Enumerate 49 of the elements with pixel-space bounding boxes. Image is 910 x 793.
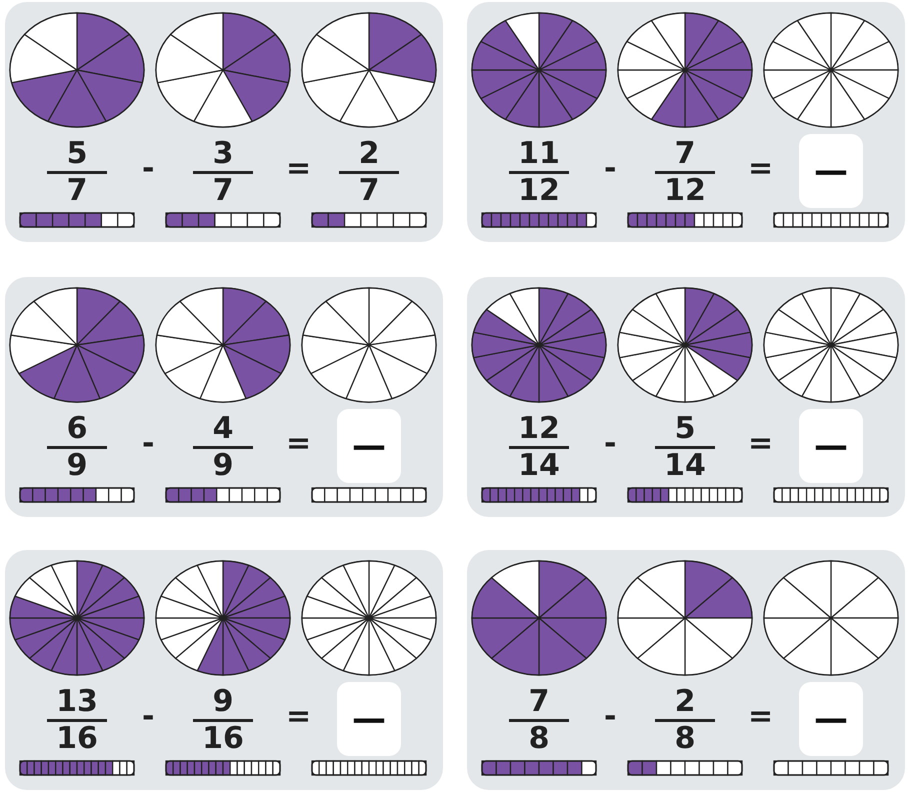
denominator: 7: [212, 174, 234, 208]
exercise-card: [5, 550, 443, 790]
exercise-card: [5, 277, 443, 517]
exercise-card: [467, 2, 905, 242]
equals-sign: =: [748, 152, 774, 186]
denominator: 8: [674, 722, 696, 756]
numerator: 11: [509, 137, 569, 174]
numerator: 5: [655, 412, 715, 449]
equals-sign: =: [286, 700, 312, 734]
equals-sign: =: [748, 700, 774, 734]
denominator: 16: [201, 722, 245, 756]
minus-sign: -: [604, 152, 616, 186]
numerator: 7: [655, 137, 715, 174]
denominator: 12: [663, 174, 707, 208]
numerator: 2: [339, 137, 399, 174]
answer-box: —: [337, 409, 401, 483]
minus-sign: -: [604, 427, 616, 461]
denominator: 16: [55, 722, 99, 756]
exercise-card: [5, 2, 443, 242]
numerator: 2: [655, 685, 715, 722]
equals-sign: =: [286, 427, 312, 461]
numerator: 12: [509, 412, 569, 449]
minus-sign: -: [142, 700, 154, 734]
denominator: 7: [358, 174, 380, 208]
denominator: 14: [663, 449, 707, 483]
numerator: 4: [193, 412, 253, 449]
denominator: 9: [212, 449, 234, 483]
equals-sign: =: [748, 427, 774, 461]
denominator: 9: [66, 449, 88, 483]
numerator: 6: [47, 412, 107, 449]
numerator: 3: [193, 137, 253, 174]
numerator: 13: [47, 685, 107, 722]
numerator: 9: [193, 685, 253, 722]
numerator: 7: [509, 685, 569, 722]
numerator: 5: [47, 137, 107, 174]
exercise-card: [467, 550, 905, 790]
denominator: 14: [517, 449, 561, 483]
minus-sign: -: [142, 427, 154, 461]
answer-box: —: [799, 682, 863, 756]
denominator: 12: [517, 174, 561, 208]
denominator: 8: [528, 722, 550, 756]
answer-box: —: [799, 409, 863, 483]
minus-sign: -: [142, 152, 154, 186]
equals-sign: =: [286, 152, 312, 186]
answer-box: —: [799, 134, 863, 208]
minus-sign: -: [604, 700, 616, 734]
exercise-card: [467, 277, 905, 517]
answer-box: —: [337, 682, 401, 756]
denominator: 7: [66, 174, 88, 208]
